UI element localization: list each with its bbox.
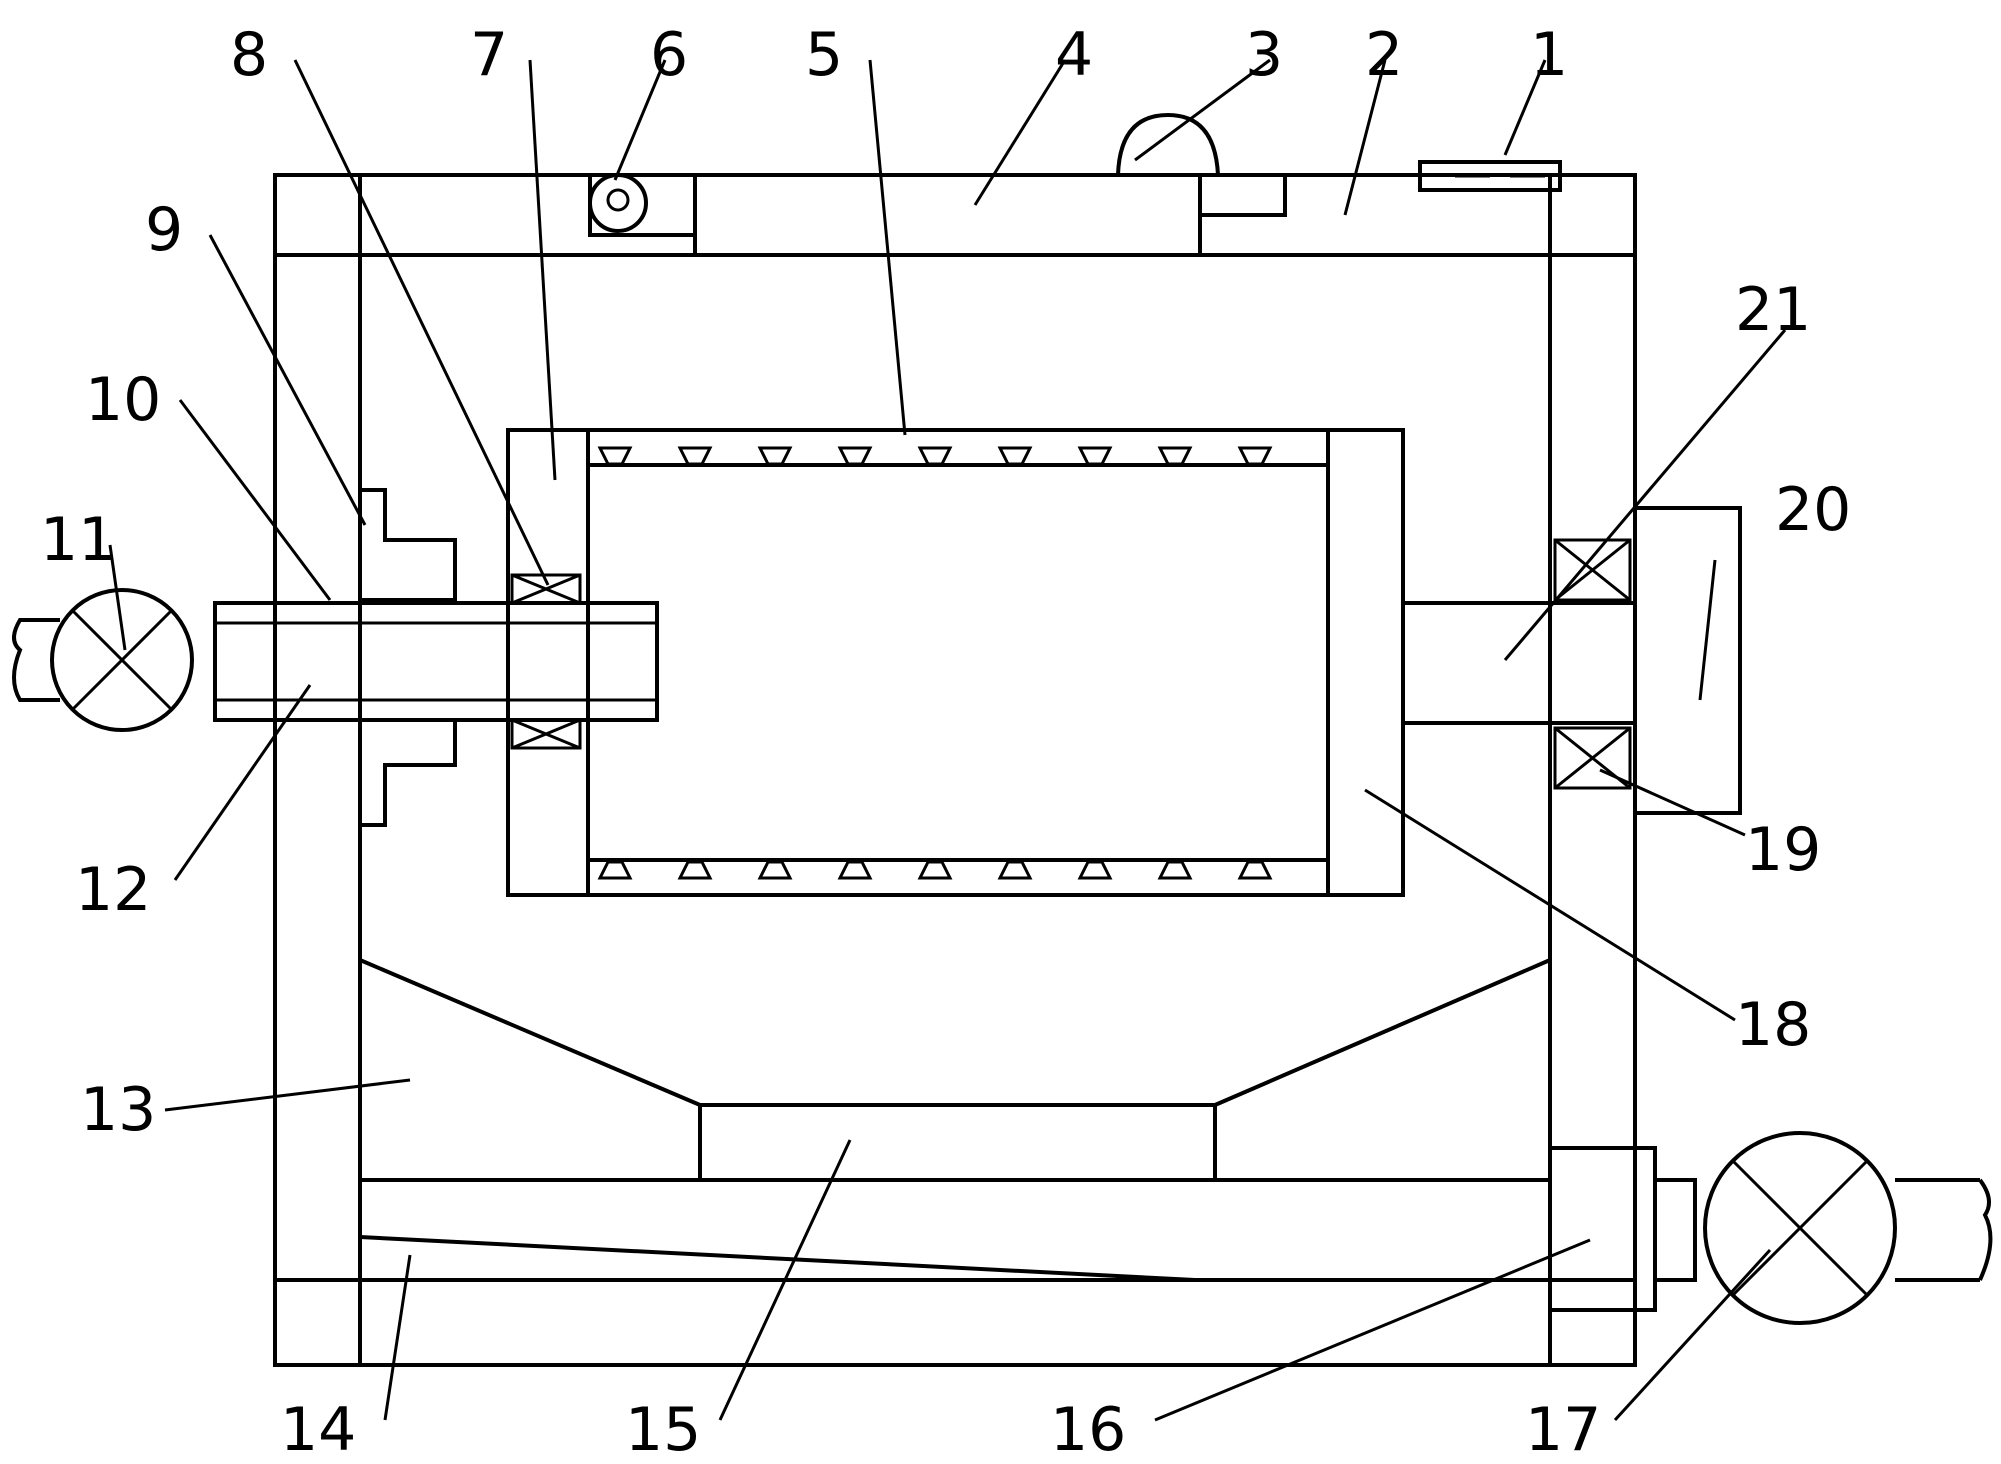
callout-19: 19: [1745, 815, 1821, 885]
drum: [506, 428, 1405, 897]
callout-5: 5: [805, 20, 843, 90]
callout-11: 11: [40, 505, 116, 575]
callout-16: 16: [1050, 1395, 1126, 1464]
callout-2: 2: [1365, 20, 1403, 90]
callout-10: 10: [85, 365, 161, 435]
callout-7: 7: [470, 20, 508, 90]
callout-12: 12: [75, 855, 151, 925]
callout-1: 1: [1530, 20, 1568, 90]
left-bearings: [510, 573, 582, 750]
callout-20: 20: [1775, 475, 1851, 545]
lid-handle: [1116, 112, 1220, 176]
vent-grille: [1418, 160, 1562, 192]
leader-lines: [108, 58, 1787, 1422]
callout-13: 13: [80, 1075, 156, 1145]
callout-6: 6: [650, 20, 688, 90]
callout-4: 4: [1055, 20, 1093, 90]
hopper: [359, 958, 1551, 1182]
discharge-channel: [358, 1146, 1697, 1312]
callout-9: 9: [145, 195, 183, 265]
callout-3: 3: [1245, 20, 1283, 90]
callout-15: 15: [625, 1395, 701, 1464]
callout-18: 18: [1735, 990, 1811, 1060]
outlet-valve-icon: [1703, 1131, 1993, 1325]
flange: [358, 488, 457, 827]
callout-14: 14: [280, 1395, 356, 1464]
callout-8: 8: [230, 20, 268, 90]
inlet-pipe: [213, 601, 659, 722]
callout-17: 17: [1525, 1395, 1601, 1464]
knob-icon: [588, 173, 648, 233]
housing: [273, 173, 1637, 1367]
inlet-valve-icon: [12, 588, 194, 732]
drive-assembly: [1401, 506, 1742, 815]
callout-labels: 1 2 3 4 5 6 7 8 9 10 11 12 13 14 15 16 1…: [40, 20, 1851, 1464]
callout-21: 21: [1735, 275, 1811, 345]
